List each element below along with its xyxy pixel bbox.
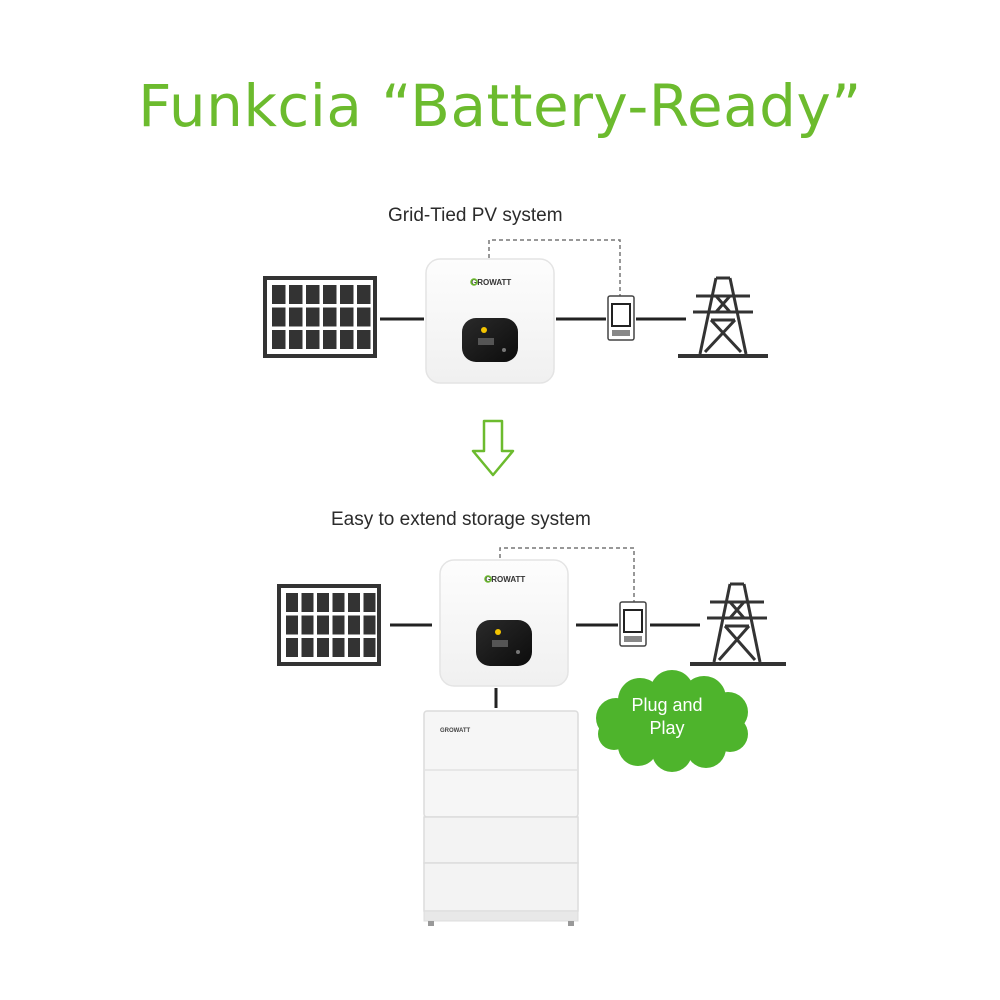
solar-cell [340,307,354,327]
meter-icon [619,601,647,647]
solar-cell [332,615,345,635]
solar-cell [306,307,320,327]
inverter-icon: GROWATT [425,258,555,384]
battery-icon: GROWATT [423,710,579,926]
solar-cell [317,593,329,612]
solar-cell [301,593,314,612]
solar-cell [286,638,298,657]
transmission-tower-icon [678,276,768,358]
top-system: GROWATT [263,239,768,384]
battery-brand-logo: GROWATT [440,728,471,734]
solar-cell [317,615,329,635]
solar-cell [332,593,345,612]
solar-panel-icon [263,276,377,358]
solar-cell [340,285,354,304]
solar-cell [289,330,303,349]
solar-cell [357,285,371,304]
cloud-text-line2: Play [649,718,685,738]
solar-panel-icon [277,584,381,666]
solar-cell [340,330,354,349]
solar-cell [357,307,371,327]
solar-cell [323,285,337,304]
comm-line [499,547,635,602]
caption-grid-tied: Grid-Tied PV system [388,205,563,226]
solar-cell [323,330,337,349]
solar-cell [289,307,303,327]
brand-logo: GROWATT [471,278,511,287]
brand-logo: GROWATT [485,575,525,584]
meter-icon [607,295,635,341]
solar-cell [289,285,303,304]
transmission-tower-icon [690,582,786,666]
solar-cell [323,307,337,327]
status-led-icon [481,327,487,333]
solar-cell [272,330,286,349]
cloud-text-line1: Plug and [631,695,703,715]
plug-and-play-label: Plug and Play [596,694,738,740]
bottom-system: GROWATT [277,547,786,926]
cloud-icon [596,670,748,772]
solar-cell [306,285,320,304]
solar-cell [357,330,371,349]
solar-cell [286,615,298,635]
solar-cell [301,615,314,635]
page-title: Funkcia “Battery-Ready” [138,72,862,140]
solar-cell [317,638,329,657]
solar-cell [286,593,298,612]
solar-cell [301,638,314,657]
solar-cell [332,638,345,657]
solar-cell [348,615,360,635]
comm-line [488,239,621,296]
down-arrow-icon [471,419,515,477]
solar-cell [348,593,360,612]
solar-cell [363,638,376,657]
solar-cell [348,638,360,657]
solar-cell [306,330,320,349]
solar-cell [272,285,286,304]
status-led-icon [495,629,501,635]
solar-cell [363,615,376,635]
logo-mark-icon [470,278,478,286]
solar-cell [272,307,286,327]
solar-cell [363,593,376,612]
logo-mark-icon [484,575,492,583]
inverter-icon: GROWATT [439,559,569,687]
caption-storage-system: Easy to extend storage system [331,509,591,530]
